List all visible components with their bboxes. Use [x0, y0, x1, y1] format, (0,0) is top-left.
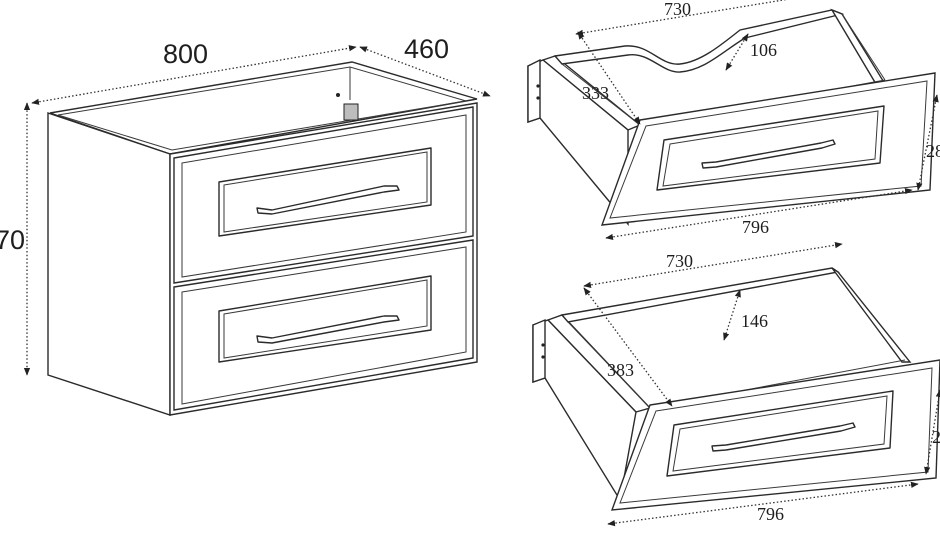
dim-line-lower-width: [583, 242, 843, 288]
cabinet-left-side: [47, 112, 171, 416]
cabinet-bracket: [343, 103, 359, 121]
upper-width-label: 730: [664, 0, 691, 19]
dim-line-lower-front: [607, 481, 919, 527]
upper-drawer-front: [600, 72, 936, 226]
upper-drawer-handle: [701, 139, 836, 169]
cabinet-lower-handle: [256, 315, 400, 344]
cabinet-lower-drawer: [173, 239, 474, 411]
upper-drawer-view: 730 106 333 796 280: [527, 0, 940, 240]
upper-drawer-back: [553, 9, 845, 73]
dim-line-upper-width: [575, 0, 833, 36]
upper-front-label: 796: [742, 217, 769, 237]
upper-cutout-label: 106: [750, 40, 777, 60]
lower-side-label: 383: [607, 360, 634, 380]
cabinet-upper-drawer: [173, 106, 474, 284]
cabinet-width-label: 800: [163, 39, 208, 69]
dim-line-upper-height: [916, 94, 939, 191]
lower-drawer-handle: [711, 422, 856, 452]
cabinet-depth-label: 460: [404, 34, 449, 64]
lower-inner-height-label: 146: [741, 311, 768, 331]
cabinet-height-label: 570: [0, 225, 25, 255]
dim-line-width: [31, 45, 357, 105]
lower-front-label: 796: [757, 504, 784, 524]
upper-side-label: 333: [582, 83, 609, 103]
dim-line-lower-side: [583, 287, 673, 407]
dim-line-depth: [359, 46, 491, 97]
cabinet-upper-handle: [256, 185, 400, 215]
lower-drawer-back: [560, 267, 840, 323]
cabinet-view: 800 460 570: [0, 34, 491, 416]
dim-line-lower-height: [924, 389, 940, 475]
upper-height-label: 280: [926, 141, 940, 161]
lower-width-label: 730: [666, 251, 693, 271]
dim-line-lower-inner-height: [723, 289, 741, 341]
lower-drawer-view: 730 146 383 796 2: [532, 242, 940, 527]
lower-height-label: 2: [932, 427, 940, 447]
